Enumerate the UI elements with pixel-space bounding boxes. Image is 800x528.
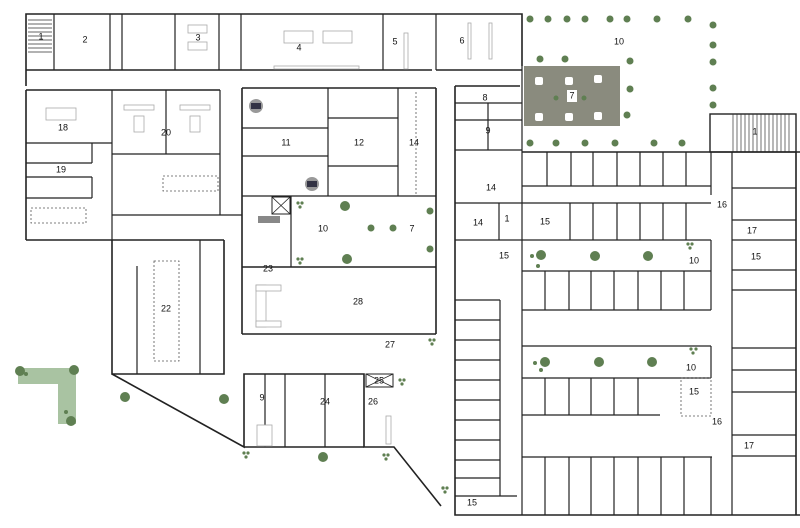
room-label-r14a: 14: [409, 137, 419, 147]
room-label-r27: 27: [385, 339, 395, 349]
room-label-r20: 20: [161, 127, 171, 137]
room-label-r3: 3: [195, 32, 200, 42]
room-label-r18: 18: [58, 122, 68, 132]
room-label-r11: 11: [281, 137, 290, 147]
room-label-r7a: 7: [569, 90, 574, 100]
room-label-r17a: 17: [747, 225, 757, 235]
room-label-r23: 23: [263, 263, 273, 273]
room-label-r8: 8: [482, 92, 487, 102]
room-label-r6: 6: [459, 35, 464, 45]
furniture: [45, 22, 493, 447]
room-label-r1c: 1: [504, 213, 509, 223]
room-label-r15d: 15: [689, 386, 699, 396]
room-label-r26: 26: [368, 396, 378, 406]
room-label-r14c: 14: [473, 217, 483, 227]
room-label-r10b: 10: [318, 223, 328, 233]
room-label-r15a: 15: [540, 216, 550, 226]
lawn-area: [15, 365, 79, 426]
walls: [25, 13, 800, 516]
room-label-r16b: 16: [712, 416, 722, 426]
elevator-icons: [249, 99, 319, 191]
room-label-r15c: 15: [751, 251, 761, 261]
courtyard-7: [524, 66, 620, 126]
room-label-r4: 4: [296, 42, 301, 52]
room-label-r24: 24: [320, 396, 330, 406]
room-label-r22: 22: [161, 303, 171, 313]
room-label-r17b: 17: [744, 440, 754, 450]
room-label-r28a: 28: [353, 296, 363, 306]
room-label-r14b: 14: [486, 182, 496, 192]
room-label-r15e: 15: [467, 497, 477, 507]
trees-garden: [120, 15, 717, 494]
room-label-r25: 25: [374, 375, 384, 385]
room-label-r5: 5: [392, 36, 397, 46]
room-label-r9a: 9: [485, 125, 490, 135]
room-label-r12: 12: [354, 137, 364, 147]
room-label-r1a: 1: [38, 31, 43, 41]
room-label-r10a: 10: [614, 36, 624, 46]
room-label-r9b: 9: [259, 392, 264, 402]
room-label-r15b: 15: [499, 250, 509, 260]
room-label-r7b: 7: [409, 223, 414, 233]
room-label-r16a: 16: [717, 199, 727, 209]
room-label-r10c: 10: [689, 255, 699, 265]
room-label-r10d: 10: [686, 362, 696, 372]
room-label-r1b: 1: [752, 126, 757, 136]
room-label-r19: 19: [56, 164, 66, 174]
room-label-r2: 2: [82, 34, 87, 44]
